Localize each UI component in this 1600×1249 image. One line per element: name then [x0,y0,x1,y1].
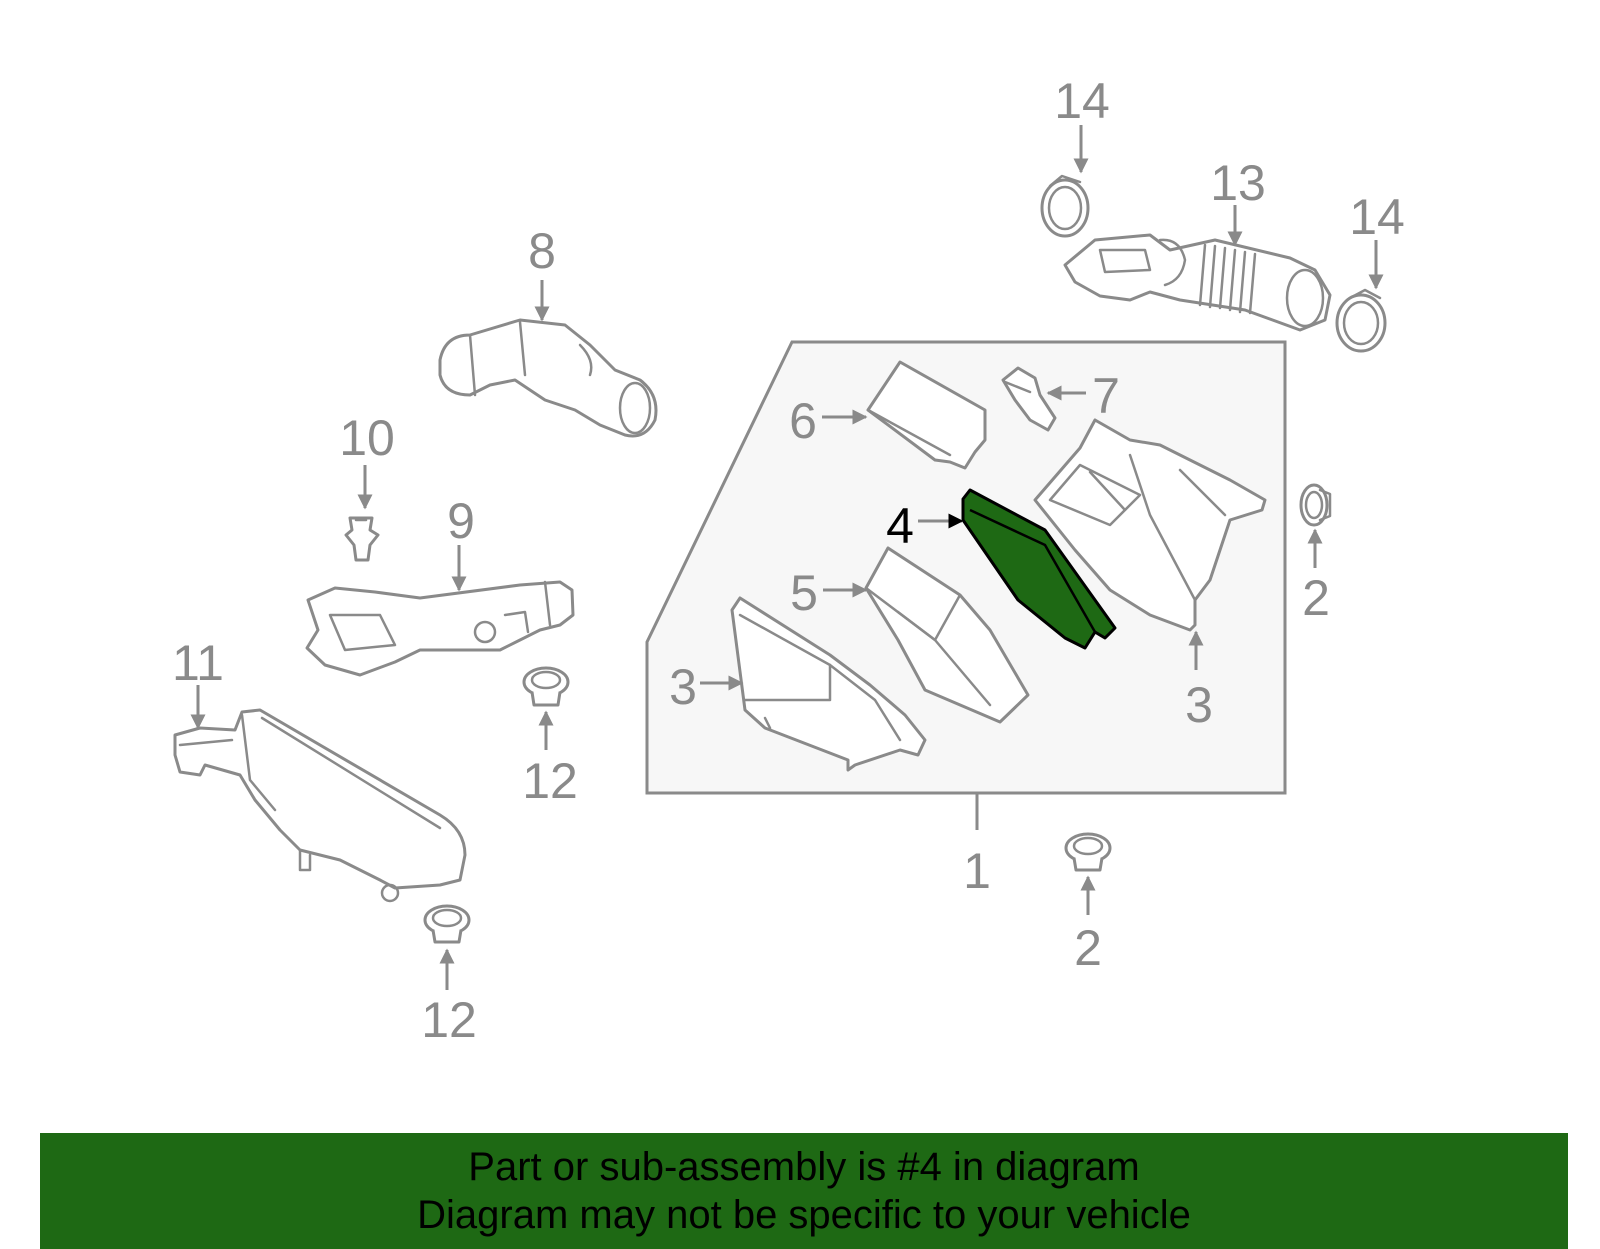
callout-6: 6 [789,393,817,449]
part-12-grommet-bottom [423,904,471,944]
part-14-clamp-right [1335,288,1387,353]
callout-13: 13 [1210,155,1266,211]
info-banner: Part or sub-assembly is #4 in diagram Di… [40,1133,1568,1249]
callout-8: 8 [528,223,556,279]
callout-14-right: 14 [1349,189,1405,245]
part-4-air-filter [961,488,1117,650]
callout-3-left: 3 [669,659,697,715]
callout-5: 5 [790,565,818,621]
callout-12-middle: 12 [522,753,578,809]
part-11-long-duct [173,708,467,903]
callout-7: 7 [1092,368,1120,424]
callout-10: 10 [339,410,395,466]
part-13-intake-duct [1063,233,1332,332]
part-14-clamp-top [1040,174,1090,238]
part-10-clip [344,516,380,562]
callout-1: 1 [963,843,991,899]
part-3-upper-case [1033,418,1267,632]
part-12-grommet-middle [522,666,570,707]
callout-2-side: 2 [1302,570,1330,626]
part-7-sensor [1001,366,1057,432]
callout-11: 11 [172,635,224,691]
part-6-cover [866,360,987,470]
callout-14-top: 14 [1054,73,1110,129]
part-2-grommet-bottom [1064,832,1112,872]
part-8-upper-duct [438,318,658,438]
banner-line-1: Part or sub-assembly is #4 in diagram [468,1145,1140,1189]
part-3-lower-case [730,596,927,772]
callout-4: 4 [886,498,914,554]
part-5-filter-frame [864,546,1030,724]
callout-3-right: 3 [1185,677,1213,733]
callout-9: 9 [447,493,475,549]
callout-12-bottom: 12 [421,992,477,1048]
part-9-lower-duct [305,580,575,677]
callout-2-bottom: 2 [1074,920,1102,976]
part-2-grommet-side [1299,483,1332,527]
banner-line-2: Diagram may not be specific to your vehi… [417,1193,1191,1237]
